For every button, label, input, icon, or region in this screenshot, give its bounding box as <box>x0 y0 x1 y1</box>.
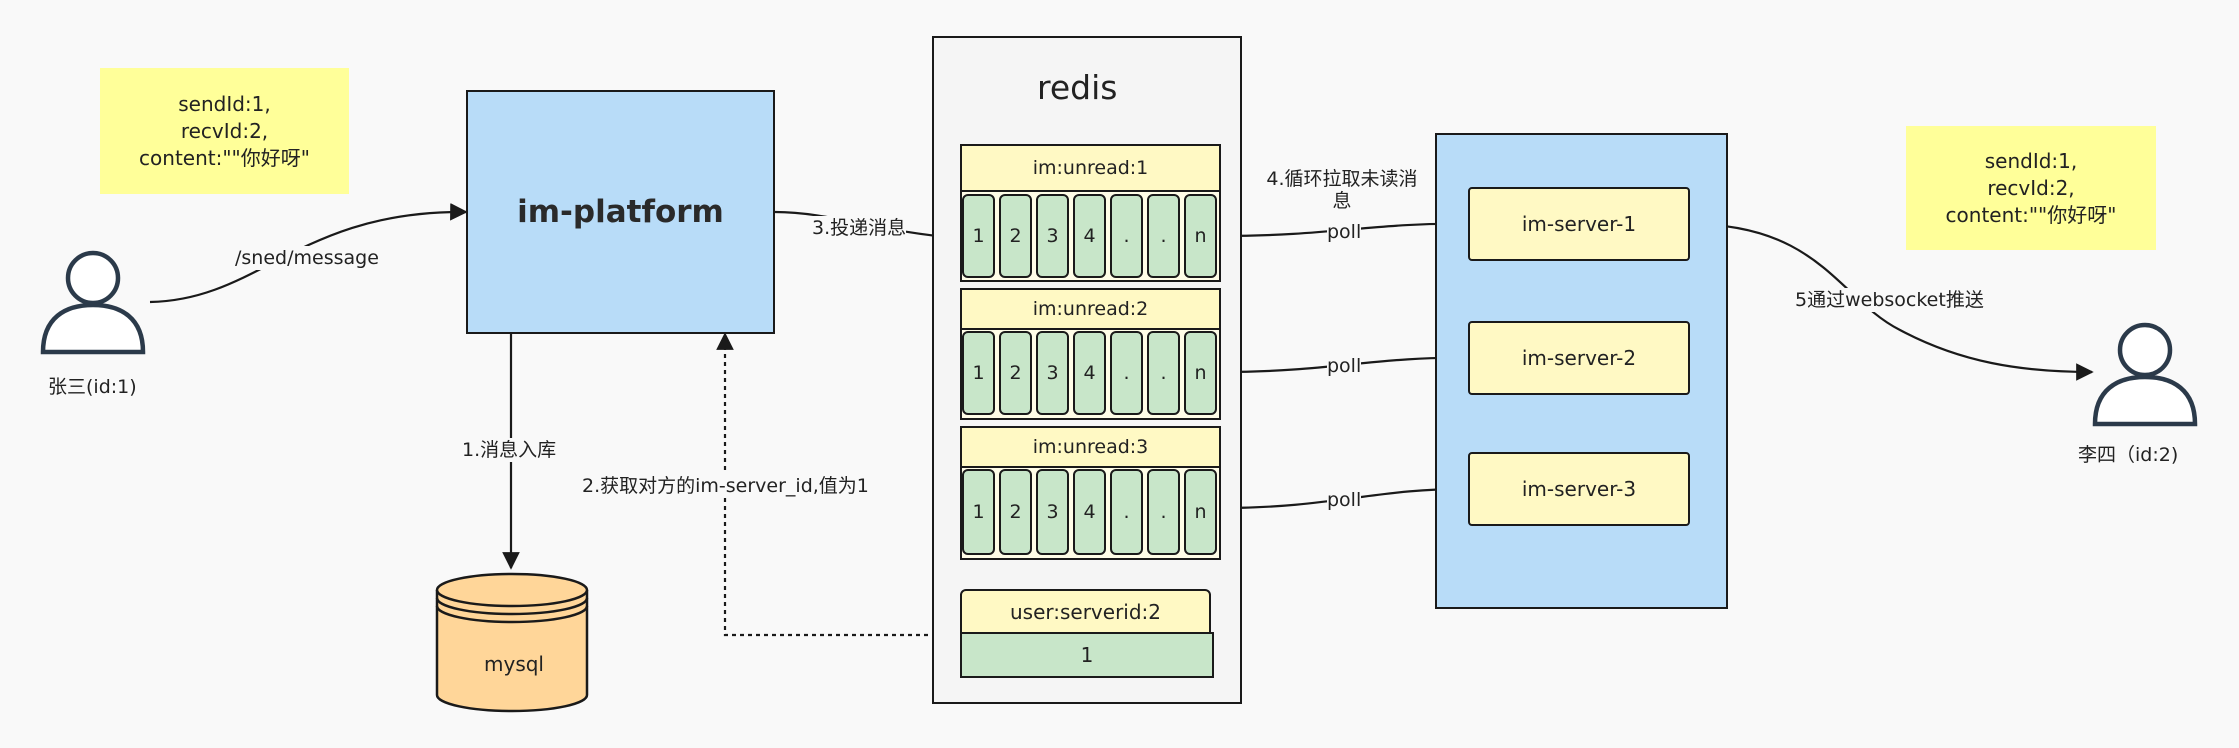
receiver-person-icon <box>2092 322 2198 427</box>
im-server-3-label: im-server-3 <box>1521 477 1637 501</box>
push-edge <box>1689 222 2094 381</box>
queue-2-cell: 1 <box>962 331 995 415</box>
queue-2-cell: n <box>1184 331 1217 415</box>
server-map-key: user:serverid:2 <box>960 589 1211 634</box>
queue-2-cell: . <box>1147 331 1180 415</box>
push-edge-label: 5通过websocket推送 <box>1795 288 1984 312</box>
queue-1-cell: . <box>1147 194 1180 278</box>
queue-2-header: im:unread:2 <box>960 288 1221 330</box>
im-server-2-label: im-server-2 <box>1521 346 1637 370</box>
mysql-cylinder-icon <box>435 572 589 713</box>
sender-label: 张三(id:1) <box>48 376 137 398</box>
queue-2-cell: 4 <box>1073 331 1106 415</box>
im-server-3-box: im-server-3 <box>1468 452 1690 526</box>
sender-person-icon <box>40 250 146 355</box>
queue-1-cell: . <box>1110 194 1143 278</box>
queue-1-cell: 1 <box>962 194 995 278</box>
send-edge-label: /sned/message <box>235 246 379 270</box>
queue-1-cell: 4 <box>1073 194 1106 278</box>
queue-2-cell: . <box>1110 331 1143 415</box>
server-map-value: 1 <box>960 632 1214 678</box>
get-server-edge <box>716 332 960 637</box>
im-server-2-box: im-server-2 <box>1468 321 1690 395</box>
receiver-label: 李四（id:2) <box>2078 444 2179 466</box>
queue-3-cell: 2 <box>999 469 1032 555</box>
queue-3-header: im:unread:3 <box>960 426 1221 468</box>
note-right-text: sendId:1, recvId:2, content:""你好呀" <box>1945 148 2117 227</box>
redis-title: redis <box>1037 68 1118 107</box>
queue-3-cell: n <box>1184 469 1217 555</box>
queue-1-cell: n <box>1184 194 1217 278</box>
im-platform-box: im-platform <box>466 90 775 334</box>
queue-2-cell: 2 <box>999 331 1032 415</box>
message-note-left: sendId:1, recvId:2, content:""你好呀" <box>100 68 349 194</box>
poll-label-2: poll <box>1327 354 1362 378</box>
queue-1-cell: 2 <box>999 194 1032 278</box>
queue-3-cell: . <box>1147 469 1180 555</box>
queue-3-cell: 4 <box>1073 469 1106 555</box>
im-server-1-label: im-server-1 <box>1521 212 1637 236</box>
get-server-edge-label: 2.获取对方的im-server_id,值为1 <box>582 474 869 498</box>
store-edge-label: 1.消息入库 <box>462 438 557 462</box>
queue-3-cell: 1 <box>962 469 995 555</box>
mysql-label: mysql <box>484 652 544 676</box>
queue-1-cell: 3 <box>1036 194 1069 278</box>
poll-label-1: poll <box>1327 220 1362 244</box>
loop-pull-label: 4.循环拉取未读消 息 <box>1266 168 1418 212</box>
queue-3-cell: . <box>1110 469 1143 555</box>
queue-2-cell: 3 <box>1036 331 1069 415</box>
queue-1-header: im:unread:1 <box>960 144 1221 192</box>
poll-label-3: poll <box>1327 488 1362 512</box>
message-note-right: sendId:1, recvId:2, content:""你好呀" <box>1906 126 2156 250</box>
im-platform-title: im-platform <box>517 194 724 230</box>
deliver-edge-label: 3.投递消息 <box>812 216 907 240</box>
im-server-1-box: im-server-1 <box>1468 187 1690 261</box>
note-left-text: sendId:1, recvId:2, content:""你好呀" <box>139 91 310 170</box>
queue-3-cell: 3 <box>1036 469 1069 555</box>
